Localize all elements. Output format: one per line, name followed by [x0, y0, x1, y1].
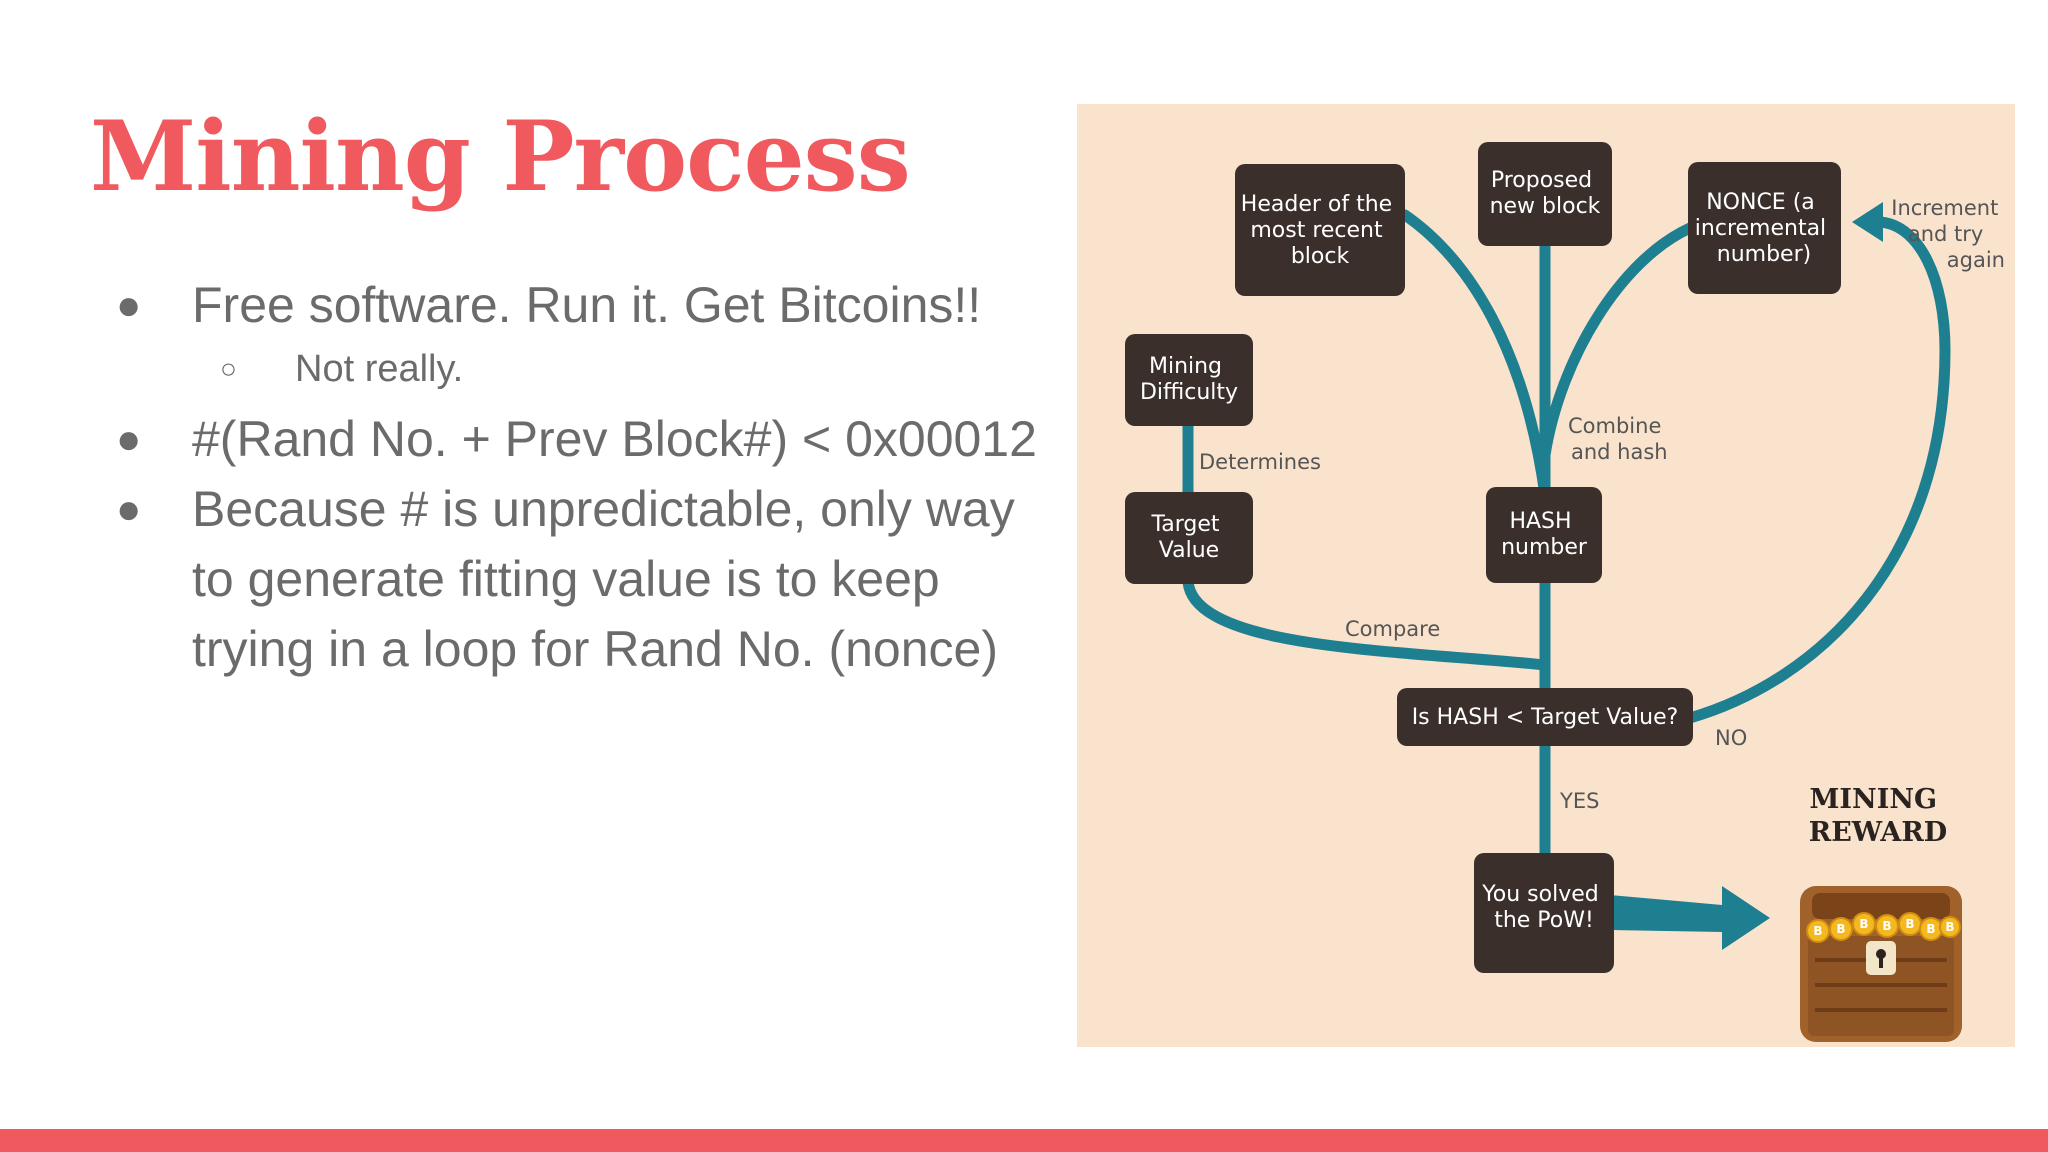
label-combine: Combine and hash — [1568, 414, 1668, 464]
svg-text:B: B — [1859, 917, 1868, 931]
box-hash-line: HASH — [1509, 509, 1571, 534]
box-nonce: NONCE (a incremental number) — [1688, 162, 1841, 294]
bullet-list: ● Free software. Run it. Get Bitcoins!! … — [110, 270, 1060, 684]
bullet-text: #(Rand No. + Prev Block#) < 0x00012 — [192, 411, 1037, 467]
svg-text:HASH number: HASH number — [1501, 509, 1588, 560]
svg-text:Header of the most rec: Header of the most recent block — [1241, 192, 1399, 269]
svg-text:B: B — [1945, 920, 1954, 934]
label-increment: Increment and try again — [1891, 196, 2005, 272]
mining-process-diagram: Header of the most recent block Proposed… — [1077, 104, 2015, 1047]
label-reward: MINING REWARD — [1809, 784, 1947, 848]
reward-arrow-icon — [1610, 886, 1770, 950]
flow-nonce-to-hash — [1539, 222, 1696, 461]
box-nonce-line: incremental — [1695, 216, 1826, 241]
box-hash-line: number — [1501, 535, 1588, 560]
svg-text:Proposed new block: Proposed new block — [1490, 168, 1601, 219]
label-combine-line: and hash — [1571, 440, 1668, 464]
label-increment-line: and try — [1908, 222, 1983, 246]
flow-header-to-hash — [1399, 209, 1551, 501]
box-target-line: Value — [1159, 538, 1219, 563]
flow-no-loop — [1684, 216, 1951, 724]
label-increment-line: Increment — [1891, 196, 1998, 220]
box-difficulty-line: Difficulty — [1140, 380, 1238, 405]
bitcoin-coin-icon — [1806, 912, 1961, 943]
box-target-line: Target — [1150, 512, 1219, 537]
bullet-item: ● Because # is unpredictable, only way t… — [110, 474, 1060, 684]
flow-target-to-compare — [1182, 576, 1551, 671]
box-proposed-line: new block — [1490, 194, 1601, 219]
bullet-dot-icon: ● — [116, 415, 142, 462]
box-decision-line: Is HASH < Target Value? — [1412, 705, 1679, 730]
box-proposed: Proposed new block — [1478, 142, 1612, 246]
box-header: Header of the most recent block — [1235, 164, 1405, 296]
box-hash: HASH number — [1486, 487, 1602, 583]
sub-bullet-item: ○ Not really. — [110, 340, 1060, 398]
bullet-dot-icon: ● — [116, 281, 142, 328]
svg-text:Mining Difficulty: Mining Difficulty — [1140, 354, 1238, 405]
svg-text:B: B — [1882, 919, 1891, 933]
label-compare: Compare — [1345, 617, 1440, 641]
box-target: Target Value — [1125, 492, 1253, 584]
bullet-text: Because # is unpredictable, only way to … — [192, 481, 1015, 677]
label-yes: YES — [1559, 789, 1599, 813]
svg-text:Is HASH < Target Value?: Is HASH < Target Value? — [1412, 705, 1679, 730]
bullet-item: ● #(Rand No. + Prev Block#) < 0x00012 — [110, 404, 1060, 474]
bullet-item: ● Free software. Run it. Get Bitcoins!! — [110, 270, 1060, 340]
label-combine-line: Combine — [1568, 414, 1661, 438]
loop-arrowhead-icon — [1852, 202, 1883, 242]
svg-text:You solved the PoW!: You solved the PoW! — [1481, 882, 1605, 933]
sub-bullet-ring-icon: ○ — [220, 353, 237, 384]
box-header-line: block — [1291, 244, 1350, 269]
box-difficulty: Mining Difficulty — [1125, 334, 1253, 426]
box-header-line: Header of the — [1241, 192, 1392, 217]
bullet-dot-icon: ● — [116, 485, 142, 532]
label-determines: Determines — [1199, 450, 1321, 474]
bottom-accent-bar — [0, 1129, 2048, 1152]
box-solved-line: You solved — [1481, 882, 1598, 907]
svg-text:NONCE (a incremental: NONCE (a incremental number) — [1695, 190, 1833, 267]
svg-text:B: B — [1836, 922, 1845, 936]
box-solved: You solved the PoW! — [1474, 853, 1614, 973]
label-no: NO — [1715, 726, 1747, 750]
slide-title: Mining Process — [90, 100, 911, 213]
sub-bullet-text: Not really. — [295, 348, 464, 390]
svg-text:B: B — [1926, 922, 1935, 936]
svg-text:B: B — [1813, 924, 1822, 938]
svg-text:Target Value: Target Value — [1150, 512, 1226, 563]
box-solved-line: the PoW! — [1494, 908, 1594, 933]
box-header-line: most recent — [1250, 218, 1383, 243]
label-reward-line: REWARD — [1809, 817, 1947, 848]
svg-text:B: B — [1905, 917, 1914, 931]
label-increment-line: again — [1947, 248, 2005, 272]
box-proposed-line: Proposed — [1491, 168, 1592, 193]
box-nonce-line: number) — [1717, 242, 1811, 267]
box-difficulty-line: Mining — [1149, 354, 1222, 379]
label-reward-line: MINING — [1810, 784, 1938, 815]
flow-lines — [1182, 209, 1951, 861]
box-decision: Is HASH < Target Value? — [1397, 688, 1693, 746]
box-nonce-line: NONCE (a — [1706, 190, 1815, 215]
bullet-text: Free software. Run it. Get Bitcoins!! — [192, 277, 982, 333]
